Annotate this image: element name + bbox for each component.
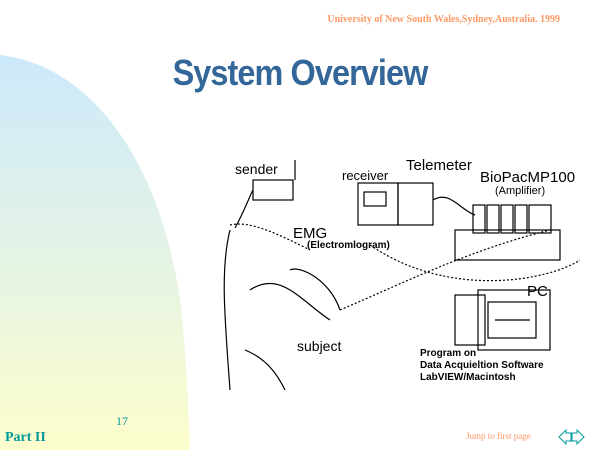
sender-box (252, 179, 294, 201)
telemeter-label: Telemeter (406, 157, 472, 174)
program-label-line3: LabVIEW/Macintosh (420, 372, 516, 383)
receiver-label: receiver (342, 168, 389, 183)
subject-body (223, 229, 231, 390)
page-title: System Overview (172, 52, 429, 93)
pc-tower (454, 294, 486, 346)
program-label-line2: Data Acquieltion Software (420, 360, 544, 371)
emg-label: EMG (293, 225, 327, 242)
electromyogram-label: (Electromlogram) (307, 240, 390, 251)
amplifier-label: (Amplifier) (495, 185, 545, 197)
arrow-left-icon[interactable] (558, 429, 572, 445)
biopac-label: BioPacMP100 (480, 169, 575, 186)
amplifier-modules (472, 204, 552, 234)
program-label-line1: Program on (420, 348, 476, 359)
subject-label: subject (297, 338, 341, 354)
page-number: 17 (116, 414, 128, 428)
institution-header: University of New South Wales,Sydney,Aus… (327, 14, 560, 25)
pc-monitor (477, 289, 551, 351)
arrow-right-icon[interactable] (571, 429, 585, 445)
pc-label: PC (527, 283, 548, 300)
sender-label: sender (235, 161, 278, 177)
section-label: Part II (5, 430, 46, 445)
amplifier-base (454, 229, 561, 261)
jump-to-first-page-link[interactable]: Jump to first page (466, 431, 531, 441)
system-diagram: sender receiver Telemeter BioPacMP100 (A… (223, 157, 581, 390)
